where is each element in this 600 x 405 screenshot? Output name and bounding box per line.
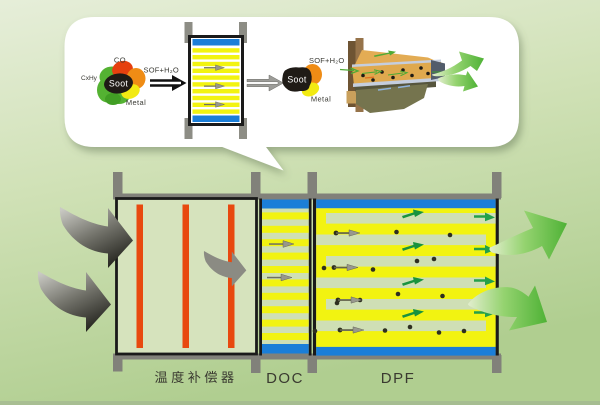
reaction-cluster-after: Soot SOF+H₂O Metal [282,56,344,104]
section-compensator [115,197,258,356]
mini-filter-brackets [184,22,247,139]
doc-label: DOC [266,370,304,387]
outlet-flow-arrows [468,210,567,331]
reaction-arrow-2 [246,74,285,92]
sof-label-2: SOF+H₂O [309,56,344,65]
dpf-label: DPF [381,370,416,387]
pipe-rails [113,172,502,373]
metal-label-2: Metal [311,95,331,104]
reaction-arrow-1 [150,75,187,91]
blob-soot-2 [282,67,312,92]
sof-label: SOF+H₂O [144,66,179,75]
background-bottom-edge [0,401,600,405]
soot-label: Soot [109,79,129,89]
metal-label: Metal [126,98,146,107]
section-labels: DOC DPF [155,370,416,387]
dpf-3d-illustration [339,38,484,113]
reaction-cluster-before: Soot CO CxHy SOF+H₂O Metal [81,56,179,108]
dpf3d-soot-dots [361,66,430,82]
blob-green-dark [105,93,121,105]
section-doc [259,198,312,356]
dpf3d-exit-arrows [431,51,484,92]
co-label: CO [114,56,126,65]
dpf-soot-particles [312,229,467,335]
bubble-tail [212,143,284,171]
section-dpf [312,198,499,356]
hydrocarbon-label: CxHy [81,75,98,82]
compensator-label [155,370,234,384]
main-assembly: DOC DPF [37,172,567,387]
callout-bubble: Soot CO CxHy SOF+H₂O Metal [64,17,519,171]
mini-filter [184,22,247,139]
blob-soot [104,73,133,94]
dpf-channels [316,213,496,332]
soot-label-2: Soot [287,75,307,85]
